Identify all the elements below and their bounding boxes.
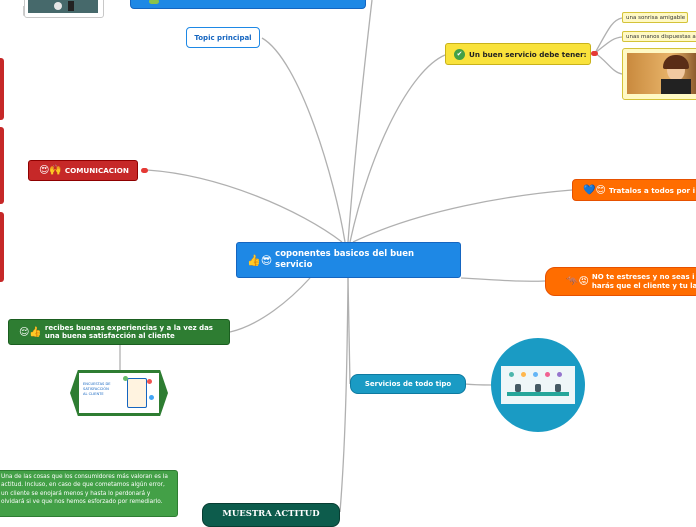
- top-image-node[interactable]: [24, 0, 104, 18]
- no-estreses-label: NO te estreses y no seas i harás que el …: [592, 273, 696, 291]
- actitud-note-node[interactable]: Una de las cosas que los consumidores má…: [0, 470, 178, 517]
- people-image-icon: [28, 0, 98, 13]
- relieved-thumbs-icon: 😌👍: [19, 327, 42, 338]
- muestra-actitud-node[interactable]: MUESTRA ACTITUD: [202, 503, 340, 527]
- manos-label: unas manos dispuestas a: [626, 34, 696, 40]
- encuestas-image-node[interactable]: ENCUESTAS DE SATISFACCIÓN AL CLIENTE: [70, 370, 168, 416]
- experiencias-node[interactable]: 😌👍 recibes buenas experiencias y a la ve…: [8, 319, 230, 345]
- call-center-image-node[interactable]: [622, 48, 696, 100]
- survey-clipboard-icon: [127, 378, 147, 408]
- servicios-image-node[interactable]: [491, 338, 585, 432]
- collapse-toggle-icon[interactable]: [591, 51, 598, 56]
- left-red-node-3[interactable]: [0, 212, 4, 282]
- buen-servicio-label: Un buen servicio debe tener:: [469, 50, 587, 59]
- comunicacion-label: COMUNICACION: [65, 166, 129, 175]
- check-icon: ✔: [454, 49, 465, 60]
- topic-principal-label: Topic principal: [194, 34, 251, 42]
- comunicacion-collapse-icon[interactable]: [141, 168, 148, 173]
- comunicacion-node[interactable]: 😍🙌 COMUNICACION: [28, 160, 138, 181]
- topic-principal-node[interactable]: Topic principal: [186, 27, 260, 48]
- sonrisa-leaf[interactable]: una sonrisa amigable: [622, 12, 688, 23]
- servicios-label: Servicios de todo tipo: [365, 380, 451, 388]
- muestra-actitud-label: MUESTRA ACTITUD: [222, 509, 319, 519]
- buen-servicio-node[interactable]: ✔ Un buen servicio debe tener:: [445, 43, 591, 65]
- encuestas-line-1: ENCUESTAS DE: [83, 382, 111, 386]
- no-estreses-node[interactable]: 🦘😡 NO te estreses y no seas i harás que …: [545, 267, 696, 296]
- sonrisa-label: una sonrisa amigable: [626, 15, 685, 21]
- encuestas-line-2: SATISFACCIÓN: [83, 387, 109, 391]
- love-hands-icon: 😍🙌: [39, 165, 62, 176]
- tratalos-node[interactable]: 💙😊 Tratalos a todos por i: [572, 179, 696, 201]
- call-center-photo-icon: [627, 53, 696, 94]
- left-red-node-1[interactable]: [0, 58, 4, 120]
- encuestas-line-3: AL CLIENTE: [83, 392, 104, 396]
- heart-smile-icon: 💙😊: [583, 185, 606, 196]
- actitud-note-text: Una de las cosas que los consumidores má…: [1, 474, 168, 505]
- thumbs-cool-icon: 👍😎: [247, 254, 272, 267]
- central-topic-node[interactable]: 👍😎 coponentes basicos del buen servicio: [236, 242, 461, 278]
- customer-service-image: [501, 366, 575, 404]
- encuestas-image: ENCUESTAS DE SATISFACCIÓN AL CLIENTE: [79, 373, 159, 413]
- servicios-node[interactable]: Servicios de todo tipo: [350, 374, 466, 394]
- central-topic-label: coponentes basicos del buen servicio: [275, 249, 435, 271]
- kangaroo-angry-icon: 🦘😡: [566, 276, 589, 287]
- top-node-icons: [149, 0, 159, 4]
- top-blue-node[interactable]: [130, 0, 366, 9]
- experiencias-label: recibes buenas experiencias y a la vez d…: [45, 324, 220, 341]
- manos-leaf[interactable]: unas manos dispuestas a: [622, 31, 696, 42]
- left-red-node-2[interactable]: [0, 127, 4, 204]
- tratalos-label: Tratalos a todos por i: [609, 186, 695, 195]
